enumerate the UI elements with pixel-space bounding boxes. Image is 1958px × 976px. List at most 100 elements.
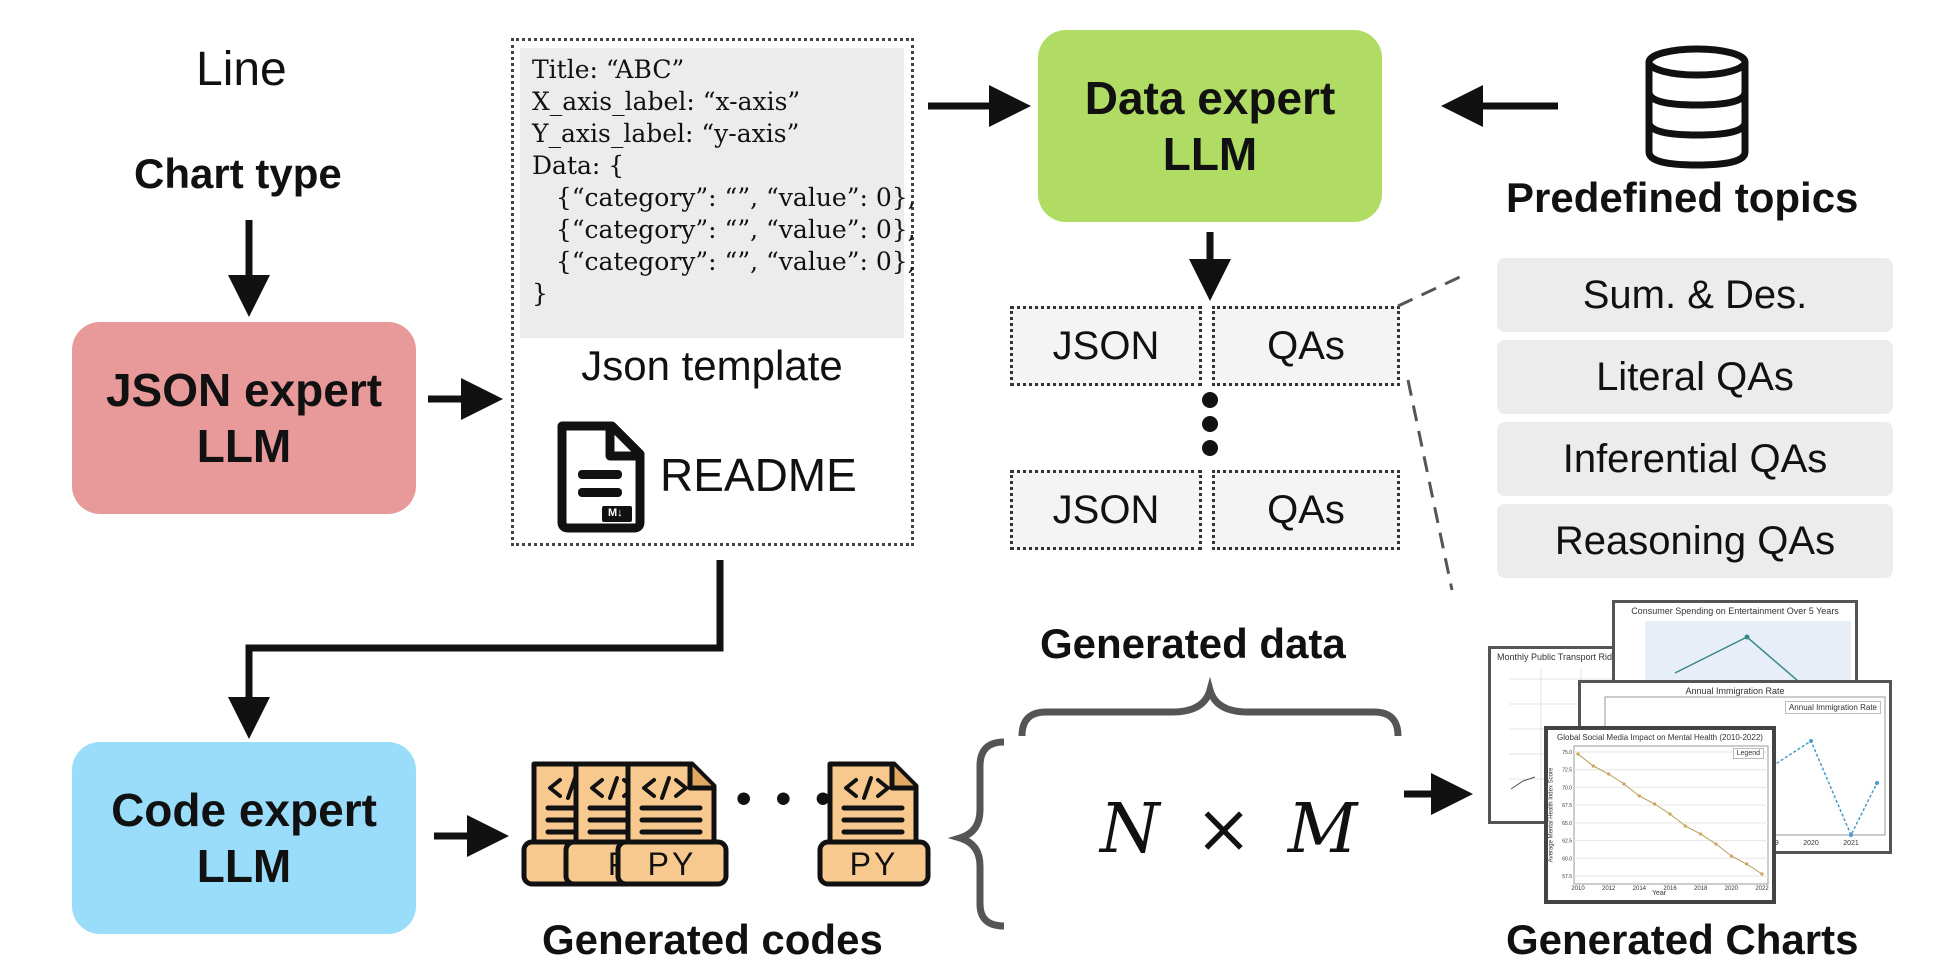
- readme-badge: M↓: [608, 507, 623, 519]
- chart-type-label: Chart type: [134, 150, 342, 197]
- social-media-y-tick: 60.0: [1562, 856, 1572, 862]
- chart-thumb-social-media-title: Global Social Media Impact on Mental Hea…: [1557, 733, 1763, 742]
- formula-times: ×: [1195, 790, 1253, 869]
- generated-charts-label: Generated Charts: [1506, 916, 1859, 963]
- immigration-point: [1875, 781, 1879, 785]
- template-line: {“category”: “”, “value”: 0},: [532, 215, 916, 244]
- social-media-x-tick: 2018: [1694, 886, 1708, 892]
- data-expert-subtitle: LLM: [1162, 128, 1258, 180]
- immigration-x-tick: 2020: [1803, 840, 1819, 847]
- generated-qas-2: QAs: [1212, 470, 1400, 550]
- json-template-caption: Json template: [520, 342, 904, 390]
- social-media-point: [1607, 772, 1611, 776]
- social-media-y-tick: 70.0: [1562, 785, 1572, 791]
- chart-thumb-social-media-legend: Legend: [1732, 748, 1764, 759]
- generated-json-2: JSON: [1010, 470, 1202, 550]
- social-media-y-tick: 62.5: [1562, 839, 1572, 845]
- brace-left: [947, 738, 1005, 930]
- code-file-tag: PY: [849, 846, 899, 882]
- topic-sum-des: Sum. & Des.: [1497, 258, 1893, 332]
- social-media-point: [1622, 782, 1626, 786]
- chart-thumb-transport-title: Monthly Public Transport Ridership in: [1497, 652, 1647, 662]
- social-media-point: [1683, 824, 1687, 828]
- n-times-m-formula: N × M: [1100, 790, 1357, 869]
- social-media-y-tick: 57.5: [1562, 874, 1572, 880]
- template-line: }: [532, 279, 548, 308]
- chart-type-example: Line: [196, 43, 287, 96]
- topic-reasoning-qas: Reasoning QAs: [1497, 504, 1893, 578]
- chart-thumb-social-media-xlabel: Year: [1652, 890, 1667, 897]
- chart-thumb-spending: Consumer Spending on Entertainment Over …: [1612, 600, 1858, 690]
- social-media-point: [1668, 812, 1672, 816]
- immigration-x-tick: 2021: [1843, 840, 1859, 847]
- immigration-point: [1809, 739, 1813, 743]
- chart-thumb-social-media: Global Social Media Impact on Mental Hea…: [1544, 726, 1776, 904]
- code-file-tag: PY: [647, 846, 697, 882]
- social-media-x-tick: 2010: [1571, 886, 1585, 892]
- brace-top: [1018, 676, 1402, 737]
- json-template-code: Title: “ABC” X_axis_label: “x-axis” Y_axis…: [520, 48, 916, 338]
- arrow-template-to-code-expert: [228, 560, 724, 739]
- immigration-point: [1849, 833, 1853, 837]
- generated-codes-label: Generated codes: [542, 916, 883, 963]
- vertical-dots-1: [1202, 392, 1218, 408]
- chart-thumb-immigration-title: Annual Immigration Rate: [1685, 686, 1785, 696]
- codes-ellipsis: • • •: [736, 774, 837, 823]
- code-expert-llm: Code expert LLM: [72, 742, 416, 934]
- template-line: {“category”: “”, “value”: 0},: [532, 183, 916, 212]
- json-expert-llm: JSON expert LLM: [72, 322, 416, 514]
- social-media-y-tick: 75.0: [1562, 750, 1572, 756]
- readme-label: README: [660, 449, 857, 501]
- data-expert-title: Data expert: [1084, 71, 1336, 124]
- template-panel: [511, 38, 914, 546]
- readme-file-icon: M↓: [552, 418, 648, 539]
- social-media-point: [1714, 842, 1718, 846]
- code-expert-subtitle: LLM: [196, 840, 292, 892]
- template-line: Data: {: [532, 151, 625, 180]
- vertical-dots-3: [1202, 440, 1218, 456]
- social-media-point: [1637, 794, 1641, 798]
- social-media-point: [1745, 862, 1749, 866]
- json-expert-title: JSON expert: [105, 363, 383, 416]
- code-file-icon-3: PY: [614, 758, 734, 893]
- chart-thumb-spending-title: Consumer Spending on Entertainment Over …: [1631, 606, 1839, 616]
- template-line: Title: “ABC”: [532, 55, 685, 84]
- json-template-lines: Title: “ABC” X_axis_label: “x-axis” Y_axis…: [532, 54, 916, 310]
- social-media-point: [1653, 802, 1657, 806]
- social-media-x-tick: 2022: [1755, 886, 1769, 892]
- social-media-point: [1591, 764, 1595, 768]
- social-media-point: [1699, 832, 1703, 836]
- social-media-y-tick: 65.0: [1562, 821, 1572, 827]
- generated-json-1: JSON: [1010, 306, 1202, 386]
- social-media-x-tick: 2020: [1725, 886, 1739, 892]
- code-expert-title: Code expert: [111, 783, 377, 836]
- vertical-dots-2: [1202, 416, 1218, 432]
- topic-inferential-qas: Inferential QAs: [1497, 422, 1893, 496]
- social-media-point: [1760, 872, 1764, 876]
- predefined-topics-label: Predefined topics: [1506, 174, 1859, 221]
- social-media-x-tick: 2016: [1663, 886, 1677, 892]
- social-media-x-tick: 2012: [1602, 886, 1616, 892]
- json-expert-subtitle: LLM: [196, 420, 292, 472]
- database-icon: [1642, 44, 1752, 175]
- social-media-y-tick: 72.5: [1562, 768, 1572, 774]
- template-line: {“category”: “”, “value”: 0},: [532, 247, 916, 276]
- social-media-y-tick: 67.5: [1562, 803, 1572, 809]
- social-media-x-tick: 2014: [1633, 886, 1647, 892]
- data-expert-llm: Data expert LLM: [1038, 30, 1382, 222]
- dashed-callout-top: [1397, 274, 1463, 308]
- generated-qas-1: QAs: [1212, 306, 1400, 386]
- social-media-point: [1576, 752, 1580, 756]
- template-line: X_axis_label: “x-axis”: [532, 87, 801, 116]
- chart-thumb-spending-plot: [1645, 621, 1851, 687]
- topic-literal-qas: Literal QAs: [1497, 340, 1893, 414]
- json-template-caption-text: Json template: [581, 342, 843, 389]
- social-media-point: [1729, 854, 1733, 858]
- generated-data-label: Generated data: [1040, 620, 1346, 667]
- chart-thumb-immigration-legend: Annual Immigration Rate: [1784, 701, 1881, 714]
- dashed-callout-bottom: [1406, 379, 1454, 591]
- formula-m: M: [1287, 790, 1358, 869]
- template-line: Y_axis_label: “y-axis”: [532, 119, 800, 148]
